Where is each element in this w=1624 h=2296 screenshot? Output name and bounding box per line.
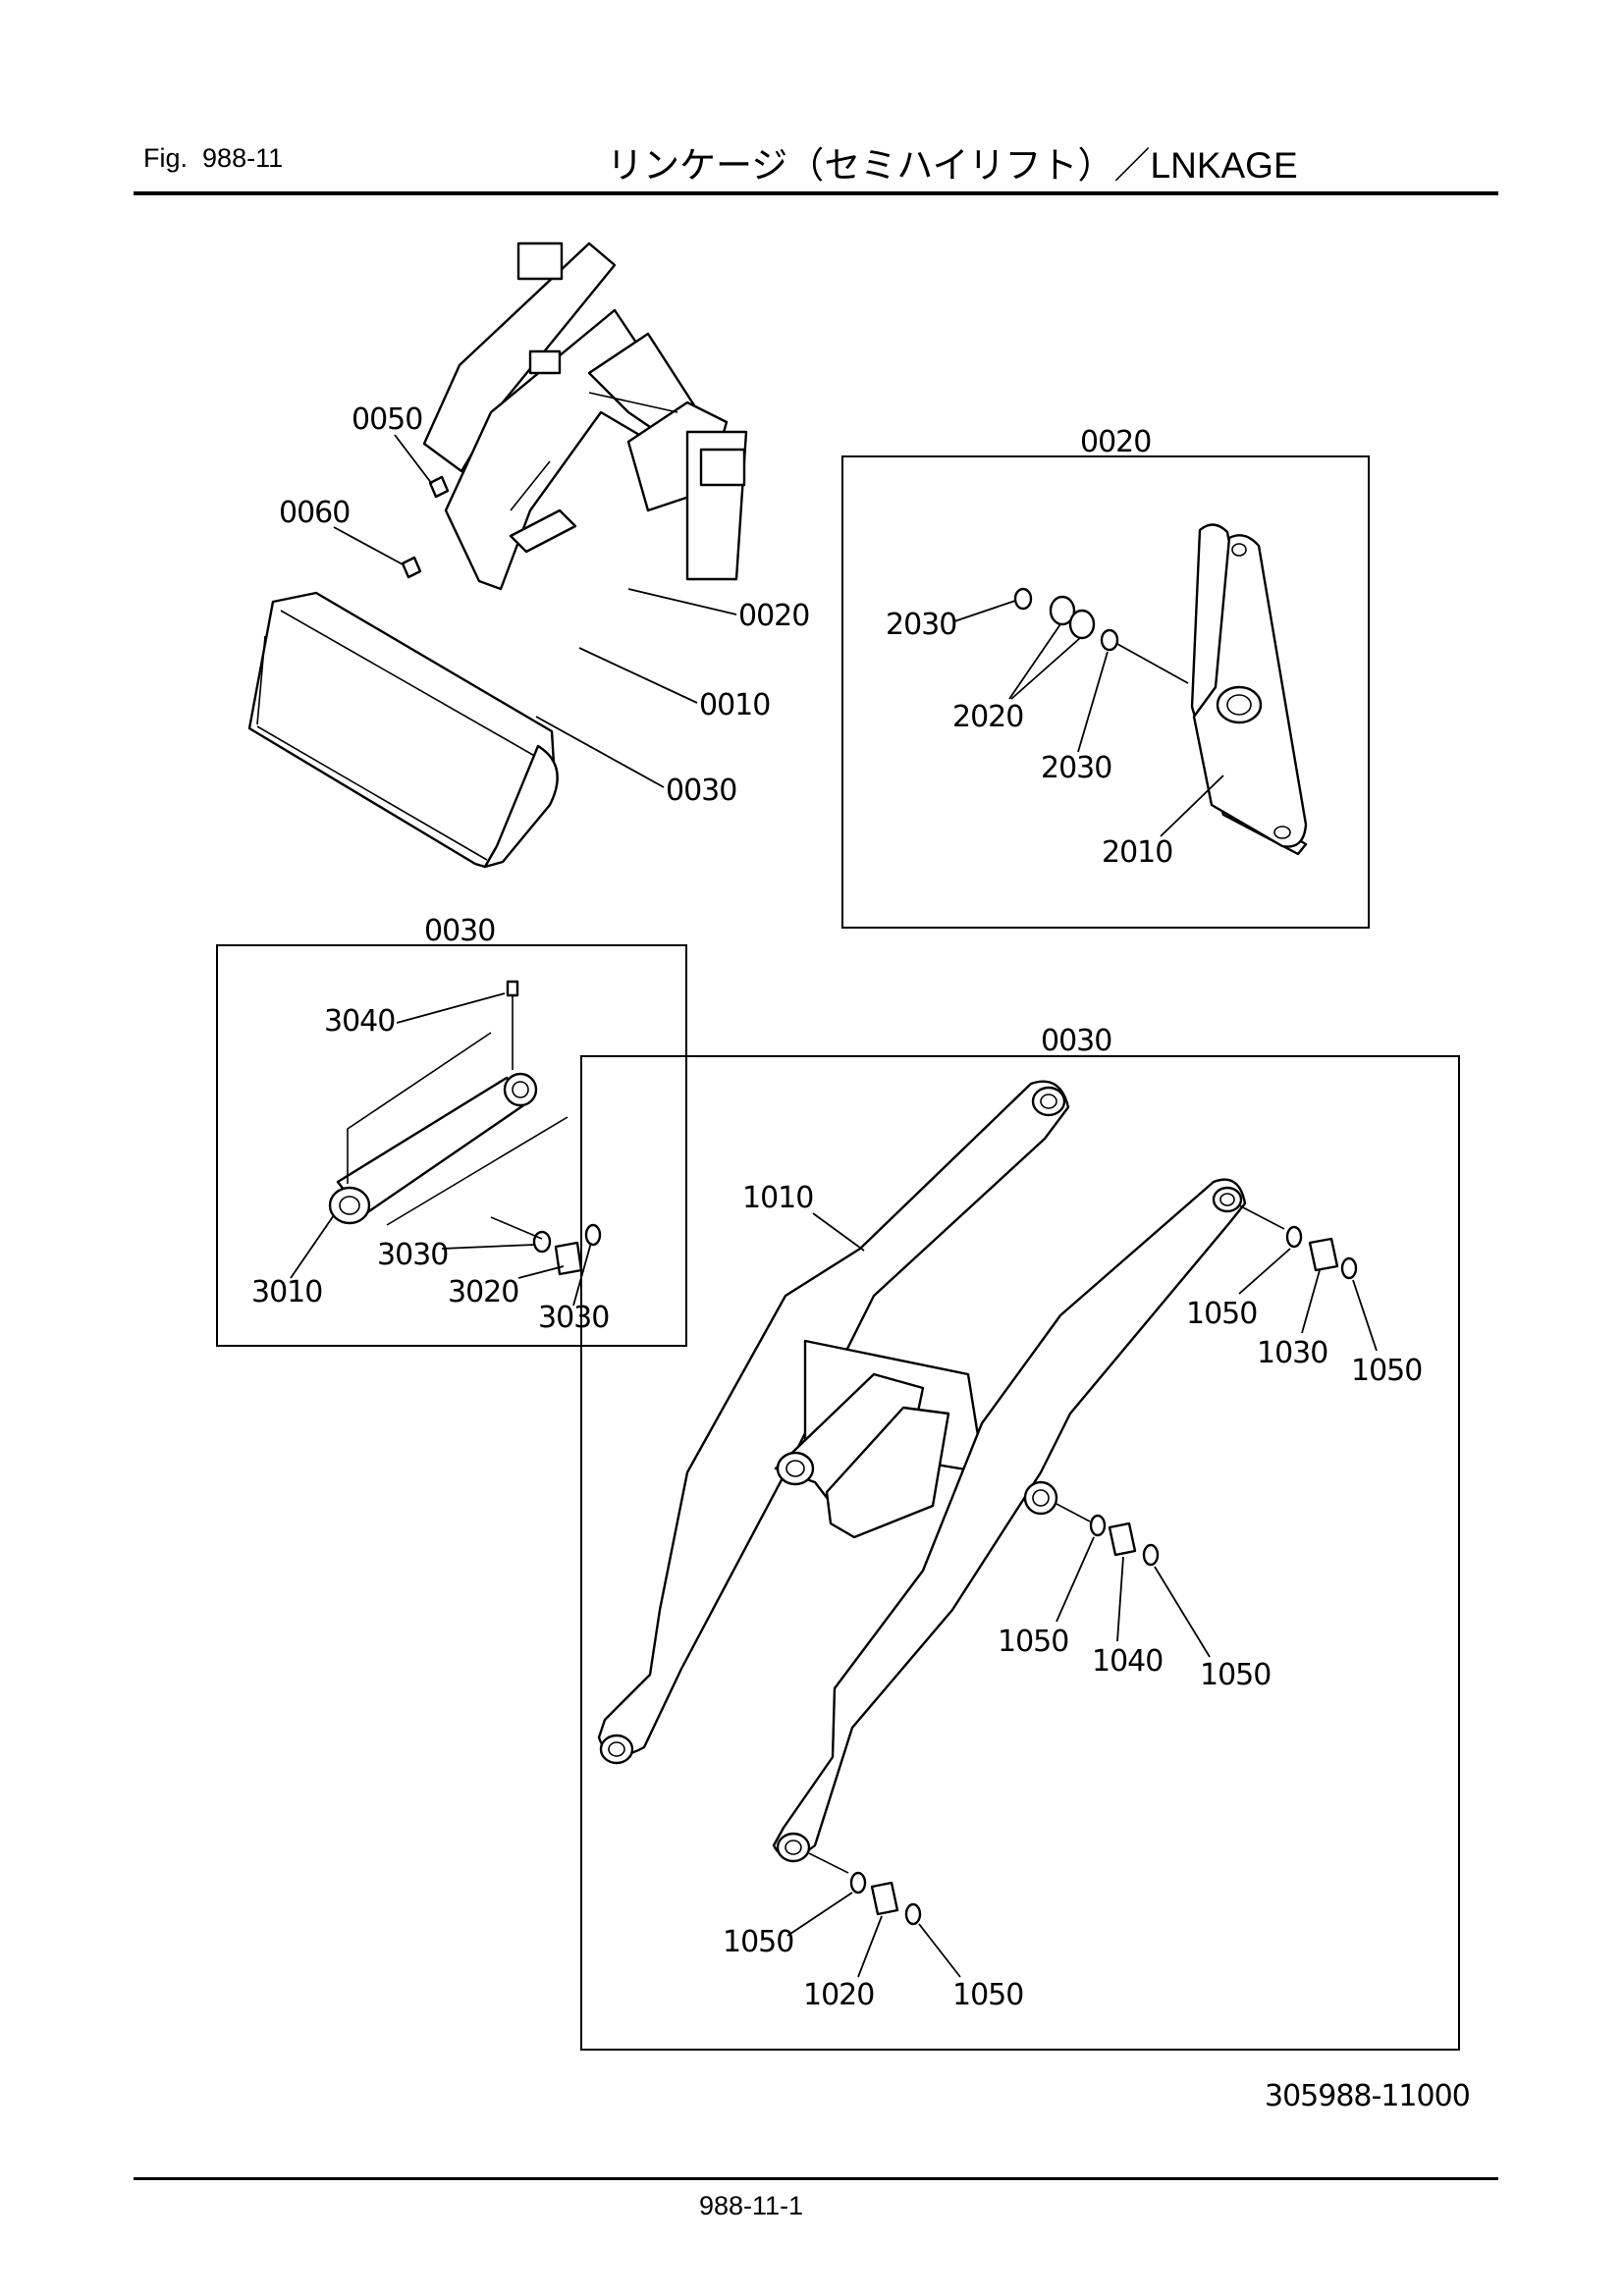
callout-3020: 3020 bbox=[448, 1275, 518, 1309]
drawing-number: 305988-11000 bbox=[1265, 2079, 1471, 2113]
detail-0030-large-title: 0030 bbox=[1041, 1024, 1111, 1058]
detail-0030-small-frame bbox=[216, 944, 687, 1347]
callout-1050-b: 1050 bbox=[1351, 1354, 1422, 1388]
detail-0020-title: 0020 bbox=[1080, 425, 1151, 459]
callout-3010: 3010 bbox=[251, 1275, 322, 1309]
callout-1030: 1030 bbox=[1257, 1336, 1327, 1370]
callout-0050: 0050 bbox=[352, 402, 422, 437]
fig-number: 988-11 bbox=[202, 143, 284, 173]
callout-2020: 2020 bbox=[952, 700, 1023, 734]
tilt-link-part bbox=[328, 980, 602, 1276]
bellcrank-small-parts bbox=[1013, 587, 1189, 684]
page-number: 988-11-1 bbox=[699, 2191, 804, 2220]
overview-callouts: 0050 0060 0020 0010 0030 bbox=[279, 402, 810, 808]
callout-3030-a: 3030 bbox=[377, 1238, 448, 1272]
footer-rule bbox=[134, 2177, 1498, 2180]
callout-1040: 1040 bbox=[1092, 1644, 1163, 1679]
callout-0060: 0060 bbox=[279, 496, 350, 530]
callout-3030-b: 3030 bbox=[538, 1301, 609, 1335]
lift-arm-hardware bbox=[808, 1204, 1358, 1926]
detail-0020-callouts: 2030 2020 2030 2010 bbox=[886, 600, 1224, 870]
callout-3040: 3040 bbox=[324, 1004, 395, 1039]
callout-2010: 2010 bbox=[1102, 835, 1172, 870]
page-title: リンケージ（セミハイリフト）／LNKAGE bbox=[607, 145, 1298, 186]
callout-0020: 0020 bbox=[738, 599, 809, 633]
callout-2030-b: 2030 bbox=[1041, 751, 1111, 785]
figure-label: Fig. 988-11 bbox=[143, 143, 283, 174]
detail-0030-large-frame bbox=[580, 1055, 1460, 2051]
fig-prefix: Fig. bbox=[143, 143, 189, 173]
callout-1050-d: 1050 bbox=[1200, 1658, 1271, 1692]
header-rule bbox=[134, 191, 1498, 195]
callout-2030-a: 2030 bbox=[886, 608, 956, 642]
callout-1020: 1020 bbox=[803, 1978, 874, 2012]
detail-0020-frame bbox=[841, 455, 1370, 929]
callout-1050-e: 1050 bbox=[723, 1925, 793, 1959]
callout-0030: 0030 bbox=[666, 774, 736, 808]
callout-1050-f: 1050 bbox=[952, 1978, 1023, 2012]
overview-assembly bbox=[247, 241, 748, 869]
detail-0030-large-callouts: 1010 1050 1030 1050 1050 1040 1050 1050 … bbox=[723, 1181, 1423, 2012]
callout-0010: 0010 bbox=[699, 688, 770, 722]
bellcrank-part bbox=[1190, 523, 1308, 856]
callout-1010: 1010 bbox=[742, 1181, 813, 1215]
detail-0030-small-title: 0030 bbox=[424, 914, 495, 948]
callout-1050-c: 1050 bbox=[998, 1625, 1068, 1659]
lift-arm-pair bbox=[597, 1080, 1247, 1863]
detail-0030-small-callouts: 3040 3010 3030 3020 3030 bbox=[251, 992, 610, 1335]
callout-1050-a: 1050 bbox=[1186, 1297, 1257, 1331]
